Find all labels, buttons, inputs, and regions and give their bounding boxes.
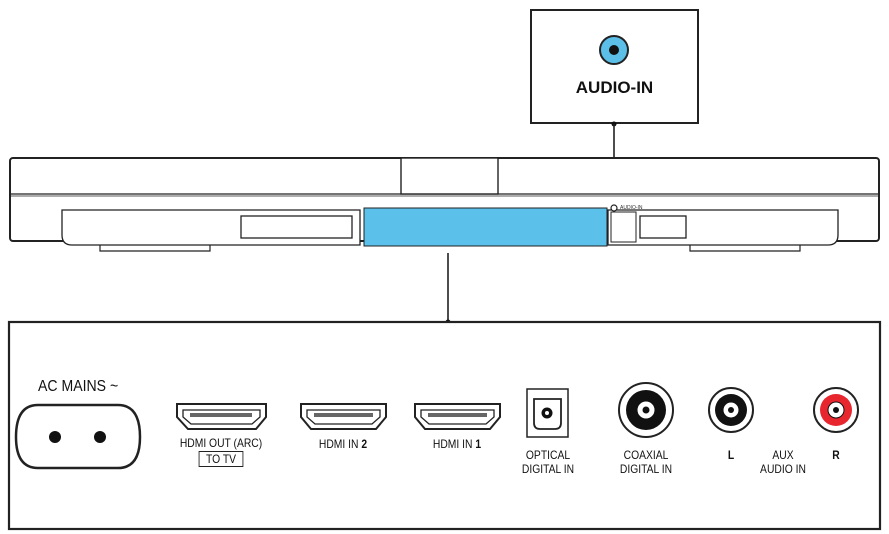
hdmi-in-2-port-icon <box>300 403 387 430</box>
soundbar-device <box>9 157 880 252</box>
hdmi-out-label: HDMI OUT (ARC) TO TV <box>165 436 277 467</box>
audio-in-micro-label: AUDIO-IN <box>620 205 643 211</box>
optical-line1: OPTICAL <box>525 448 571 462</box>
aux-l-label: L <box>727 448 735 462</box>
ac-mains-label: AC MAINS ~ <box>38 378 119 395</box>
hdmi-out-port-icon <box>176 403 267 430</box>
coaxial-line1: COAXIAL <box>623 448 669 462</box>
hdmi-out-to-tv: TO TV <box>198 451 244 467</box>
connector-panel-highlight <box>363 207 608 247</box>
ac-mains-socket-icon <box>14 403 142 470</box>
hdmi-out-line1: HDMI OUT (ARC) <box>179 436 263 450</box>
audio-in-callout-title: AUDIO-IN <box>575 78 654 97</box>
hdmi-in-2-number: 2 <box>361 437 368 451</box>
hdmi-in-2-label: HDMI IN 2 <box>300 437 386 451</box>
optical-port-icon <box>526 388 569 438</box>
aux-r-label: R <box>832 448 840 462</box>
aux-line1: AUX <box>772 448 794 462</box>
hdmi-in-1-label: HDMI IN 1 <box>414 437 500 451</box>
hdmi-in-1-prefix: HDMI IN <box>432 437 476 451</box>
aux-audio-in-label: AUX AUDIO IN <box>749 448 818 476</box>
connector-panel <box>7 320 882 531</box>
audio-in-callout <box>530 9 699 127</box>
aux-right-port-icon <box>813 387 859 433</box>
aux-left-port-icon <box>708 387 754 433</box>
coaxial-line2: DIGITAL IN <box>619 462 673 476</box>
coaxial-port-icon <box>618 382 674 438</box>
coaxial-label: COAXIAL DIGITAL IN <box>607 448 684 476</box>
hdmi-in-1-number: 1 <box>475 437 482 451</box>
hdmi-in-2-prefix: HDMI IN <box>318 437 362 451</box>
hdmi-in-1-port-icon <box>414 403 501 430</box>
aux-line2: AUDIO IN <box>760 462 806 476</box>
optical-line2: DIGITAL IN <box>521 462 575 476</box>
optical-label: OPTICAL DIGITAL IN <box>509 448 586 476</box>
